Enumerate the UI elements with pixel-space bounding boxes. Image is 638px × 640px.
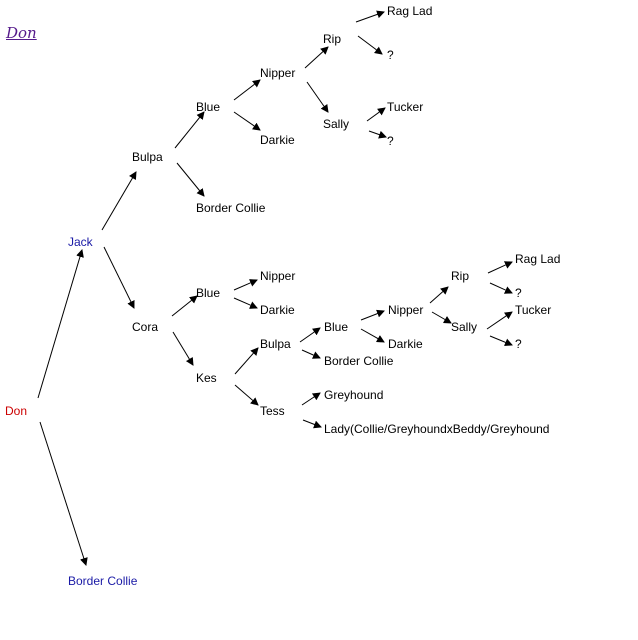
- arrow-tess-lady: [302, 419, 322, 429]
- arrow-sally-unknown: [368, 130, 387, 139]
- arrow-nipper-rip: [304, 46, 329, 69]
- node-don: Don: [5, 404, 28, 418]
- node-nipper-3: Nipper: [388, 303, 424, 317]
- node-greyhound: Greyhound: [324, 388, 384, 402]
- arrow-nipper-sally: [306, 81, 329, 113]
- node-jack: Jack: [68, 235, 93, 249]
- arrow-kes-bulpa: [234, 347, 259, 375]
- arrow-blue-darkie: [233, 111, 261, 131]
- arrow-sally2-unknown: [489, 335, 513, 347]
- node-unknown-4: ?: [515, 337, 522, 351]
- arrow-blue-nipper: [233, 79, 261, 101]
- arrow-sally2-tucker: [486, 311, 513, 330]
- arrow-blue2-nipper: [233, 279, 258, 291]
- arrow-bulpa2-border-collie: [301, 349, 321, 359]
- node-kes: Kes: [196, 371, 217, 385]
- node-blue-2: Blue: [196, 286, 221, 300]
- arrow-don-border-collie: [39, 421, 88, 566]
- node-sally-1: Sally: [323, 117, 350, 131]
- node-border-collie-dam: Border Collie: [68, 574, 138, 588]
- arrow-jack-bulpa: [101, 171, 137, 231]
- node-unknown-2: ?: [387, 134, 394, 148]
- node-cora: Cora: [132, 320, 159, 334]
- node-rag-lad-2: Rag Lad: [515, 252, 561, 266]
- node-bulpa-2: Bulpa: [260, 337, 291, 351]
- node-bulpa: Bulpa: [132, 150, 163, 164]
- node-tess: Tess: [260, 404, 285, 418]
- node-tucker-2: Tucker: [515, 303, 552, 317]
- node-border-collie-1: Border Collie: [196, 201, 266, 215]
- arrow-rip2-unknown: [489, 282, 513, 294]
- arrow-blue3-darkie: [360, 328, 385, 343]
- arrow-cora-kes: [172, 331, 194, 366]
- arrow-don-jack: [37, 249, 84, 399]
- node-unknown-1: ?: [387, 48, 394, 62]
- node-darkie-3: Darkie: [388, 337, 423, 351]
- node-unknown-3: ?: [515, 286, 522, 300]
- node-sally-2: Sally: [451, 320, 478, 334]
- node-darkie-1: Darkie: [260, 133, 295, 147]
- node-rip-2: Rip: [451, 269, 470, 283]
- arrow-rip2-rag-lad: [487, 261, 513, 274]
- arrow-kes-tess: [234, 384, 259, 406]
- node-tucker-1: Tucker: [387, 100, 424, 114]
- arrow-bulpa-blue: [174, 111, 205, 149]
- node-rag-lad-1: Rag Lad: [387, 4, 433, 18]
- node-border-collie-2: Border Collie: [324, 354, 394, 368]
- arrow-bulpa-border-collie: [176, 162, 205, 197]
- arrow-blue3-nipper: [360, 309, 385, 321]
- node-blue-3: Blue: [324, 320, 349, 334]
- arrow-sally-tucker: [366, 107, 386, 122]
- node-nipper-1: Nipper: [260, 66, 296, 80]
- node-nipper-2: Nipper: [260, 269, 296, 283]
- arrow-blue2-darkie: [233, 297, 258, 309]
- arrow-cora-blue: [171, 295, 198, 317]
- node-lady: Lady(Collie/GreyhoundxBeddy/Greyhound: [324, 422, 550, 436]
- node-darkie-2: Darkie: [260, 303, 295, 317]
- arrow-rip-unknown: [357, 35, 383, 55]
- arrow-rip-rag-lad: [355, 10, 385, 23]
- title-link-don[interactable]: Don: [6, 24, 37, 42]
- arrow-nipper3-sally: [431, 311, 452, 324]
- node-blue-1: Blue: [196, 100, 221, 114]
- arrow-jack-cora: [103, 246, 135, 309]
- arrow-nipper3-rip: [429, 286, 449, 304]
- node-rip-1: Rip: [323, 32, 342, 46]
- arrow-tess-greyhound: [301, 392, 321, 406]
- arrow-bulpa2-blue: [299, 327, 321, 343]
